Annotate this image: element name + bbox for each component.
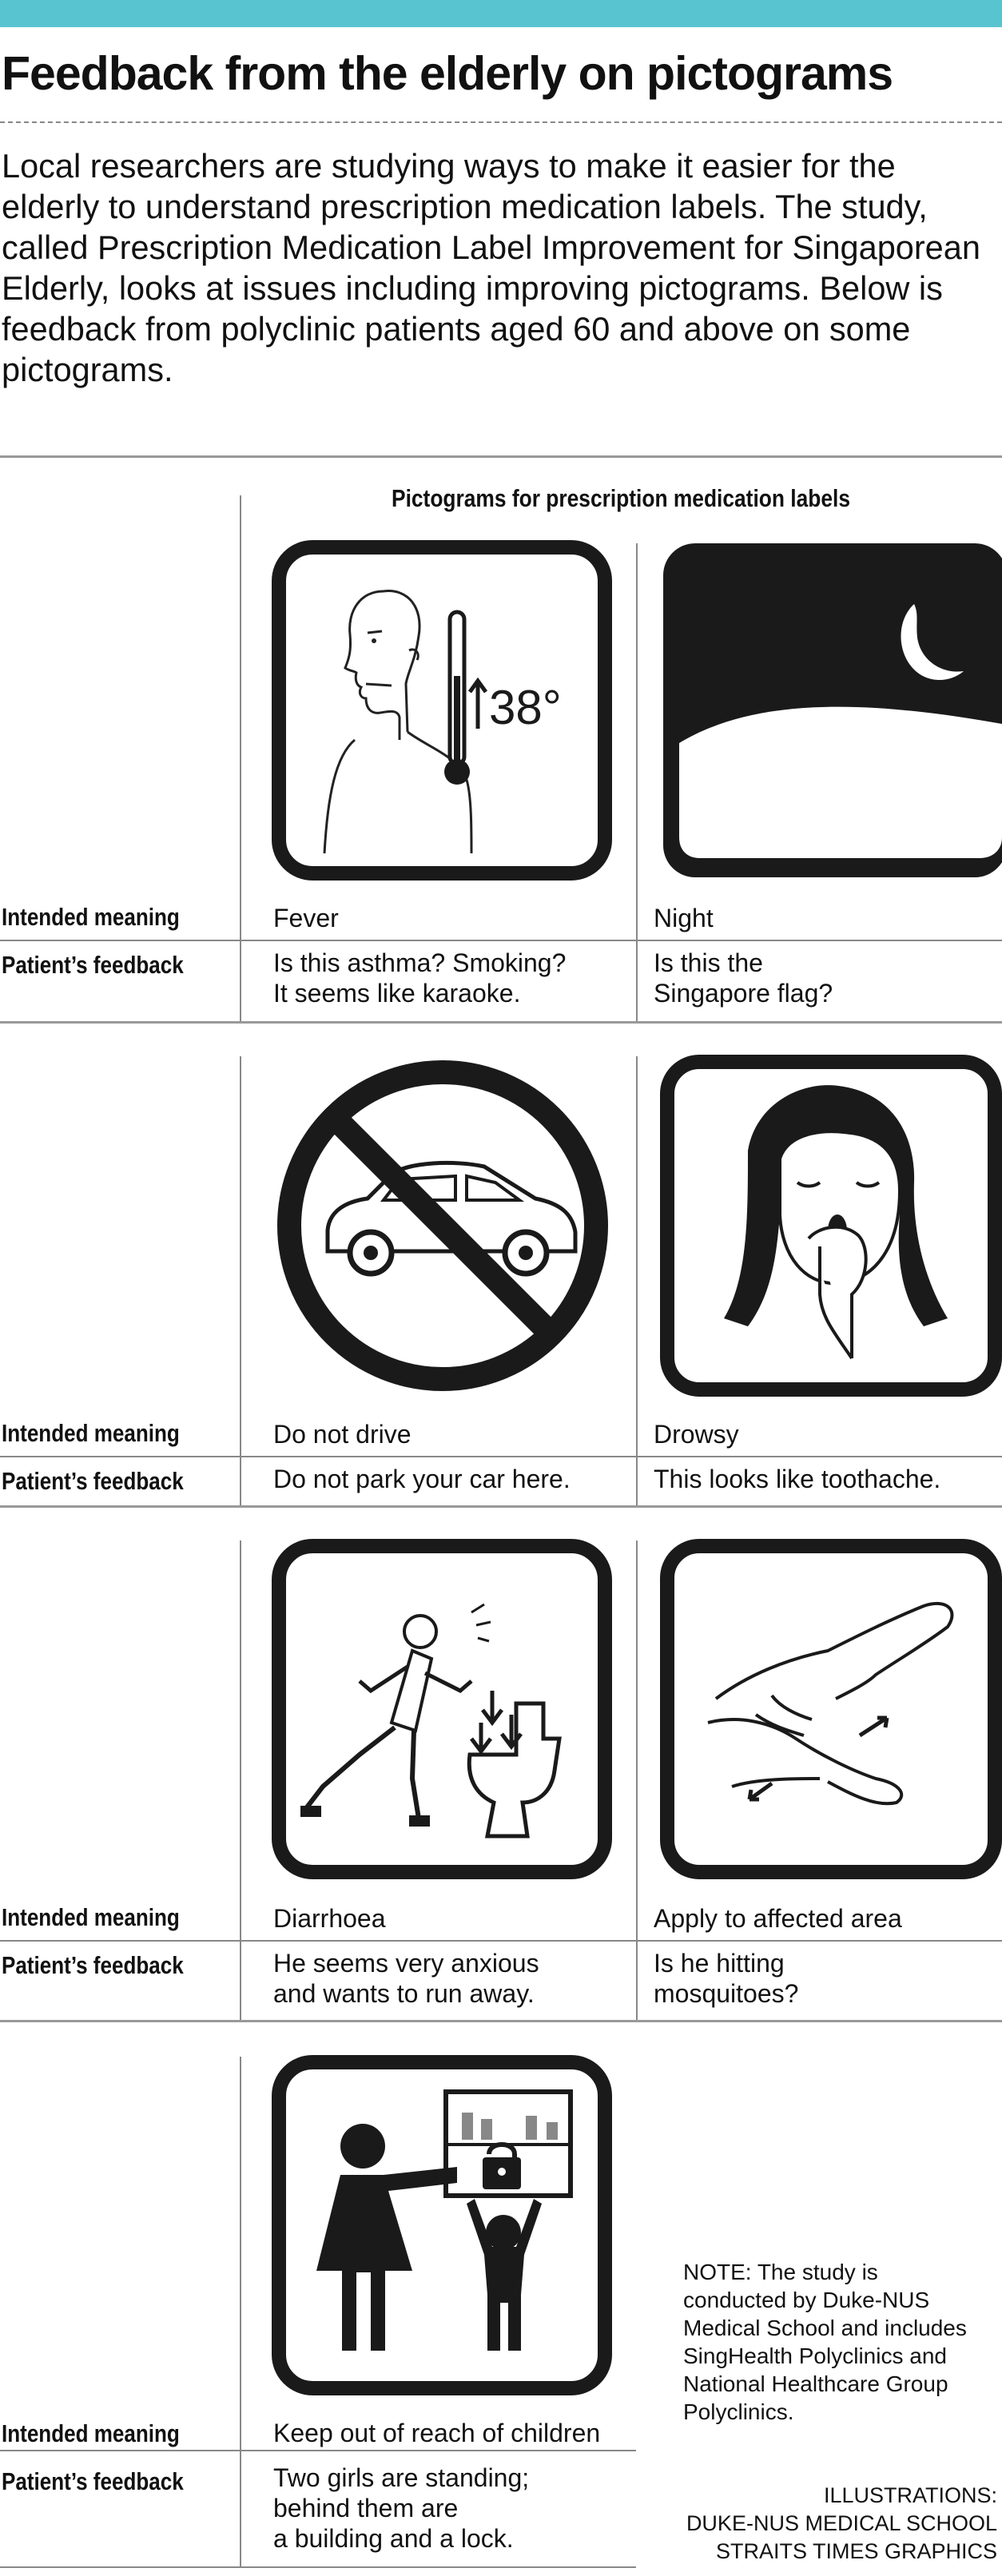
intended-meaning-label: Intended meaning	[2, 1903, 180, 1931]
page-title: Feedback from the elderly on pictograms	[2, 47, 893, 100]
meaning-fever: Fever	[273, 904, 339, 932]
apply-to-area-hands-icon	[660, 1539, 1002, 1879]
feedback-drowsy: This looks like toothache.	[654, 1465, 941, 1493]
divider	[636, 543, 638, 1021]
meaning-drowsy: Drowsy	[654, 1420, 739, 1449]
intro-paragraph: Local researchers are studying ways to m…	[2, 147, 980, 388]
divider	[0, 1940, 1002, 1942]
divider	[0, 1456, 1002, 1457]
divider	[0, 2566, 636, 2568]
drowsy-yawn-icon	[660, 1055, 1002, 1397]
intended-meaning-label: Intended meaning	[2, 903, 180, 931]
meaning-night: Night	[654, 904, 714, 932]
divider	[0, 1505, 1002, 1508]
intended-meaning-label: Intended meaning	[2, 2419, 180, 2447]
meaning-do-not-drive: Do not drive	[273, 1420, 412, 1449]
patient-feedback-label: Patient’s feedback	[2, 2467, 184, 2495]
feedback-do-not-drive: Do not park your car here.	[273, 1465, 571, 1493]
keep-from-children-lock-icon	[272, 2055, 612, 2395]
fever-thermometer-icon: 38°	[272, 540, 612, 881]
study-note: NOTE: The study is conducted by Duke-NUS…	[683, 2260, 967, 2424]
meaning-diarrhoea: Diarrhoea	[273, 1904, 386, 1933]
divider	[240, 1540, 241, 2020]
dashed-divider	[0, 121, 1002, 123]
divider	[240, 1056, 241, 1505]
intended-meaning-label: Intended meaning	[2, 1419, 180, 1447]
divider	[0, 1021, 1002, 1024]
divider	[636, 1056, 638, 1505]
divider	[0, 2450, 636, 2451]
meaning-apply-to-affected-area: Apply to affected area	[654, 1904, 902, 1933]
patient-feedback-label: Patient’s feedback	[2, 951, 184, 979]
divider	[240, 495, 241, 1021]
meaning-keep-out-of-reach: Keep out of reach of children	[273, 2419, 601, 2447]
diarrhoea-runner-toilet-icon	[272, 1539, 612, 1879]
patient-feedback-label: Patient’s feedback	[2, 1951, 184, 1979]
divider	[636, 1540, 638, 2020]
divider	[0, 940, 1002, 941]
divider	[0, 455, 1002, 458]
no-driving-icon	[277, 1060, 608, 1391]
accent-bar	[0, 0, 1002, 27]
patient-feedback-label: Patient’s feedback	[2, 1467, 184, 1495]
feedback-fever: Is this asthma? Smoking?It seems like ka…	[273, 948, 567, 1008]
night-moon-icon	[663, 543, 1002, 877]
divider	[240, 2057, 241, 2566]
divider	[0, 2020, 1002, 2022]
svg-text:38°: 38°	[489, 681, 562, 734]
column-heading: Pictograms for prescription medication l…	[392, 484, 850, 512]
